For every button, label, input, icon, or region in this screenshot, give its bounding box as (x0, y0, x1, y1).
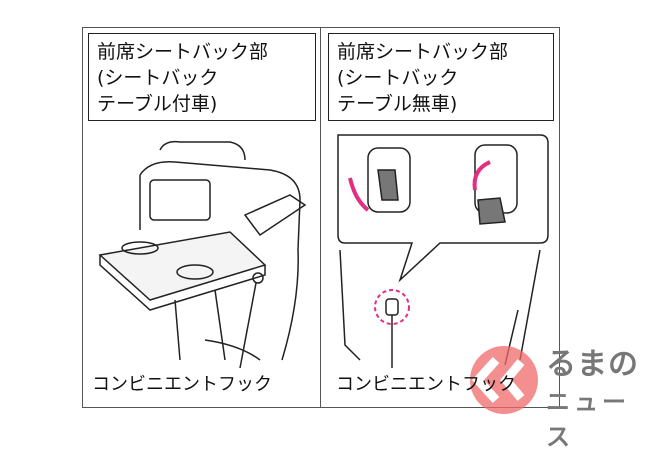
left-panel-title: 前席シートバック部 (シートバック テーブル付車) (88, 33, 316, 121)
diagram-frame (82, 27, 560, 408)
title-line: (シートバック (97, 67, 219, 89)
right-hook-caption: コンビニエントフック (336, 374, 516, 395)
title-line: テーブル付車) (97, 93, 218, 115)
title-line: テーブル無車) (337, 93, 458, 115)
right-panel-title: 前席シートバック部 (シートバック テーブル無車) (328, 33, 554, 121)
left-hook-caption: コンビニエントフック (92, 374, 272, 395)
title-line: 前席シートバック部 (97, 41, 269, 63)
title-line: 前席シートバック部 (337, 41, 509, 63)
seatback-with-table-illustration (98, 140, 307, 369)
watermark-text: るまの (546, 347, 639, 382)
seatback-without-table-illustration (337, 134, 549, 368)
watermark-subtext: ニュース (546, 388, 630, 451)
title-line: (シートバック (337, 67, 459, 89)
panel-divider (320, 27, 321, 408)
illustration (98, 134, 549, 369)
watermark-logo-icon (470, 346, 538, 414)
